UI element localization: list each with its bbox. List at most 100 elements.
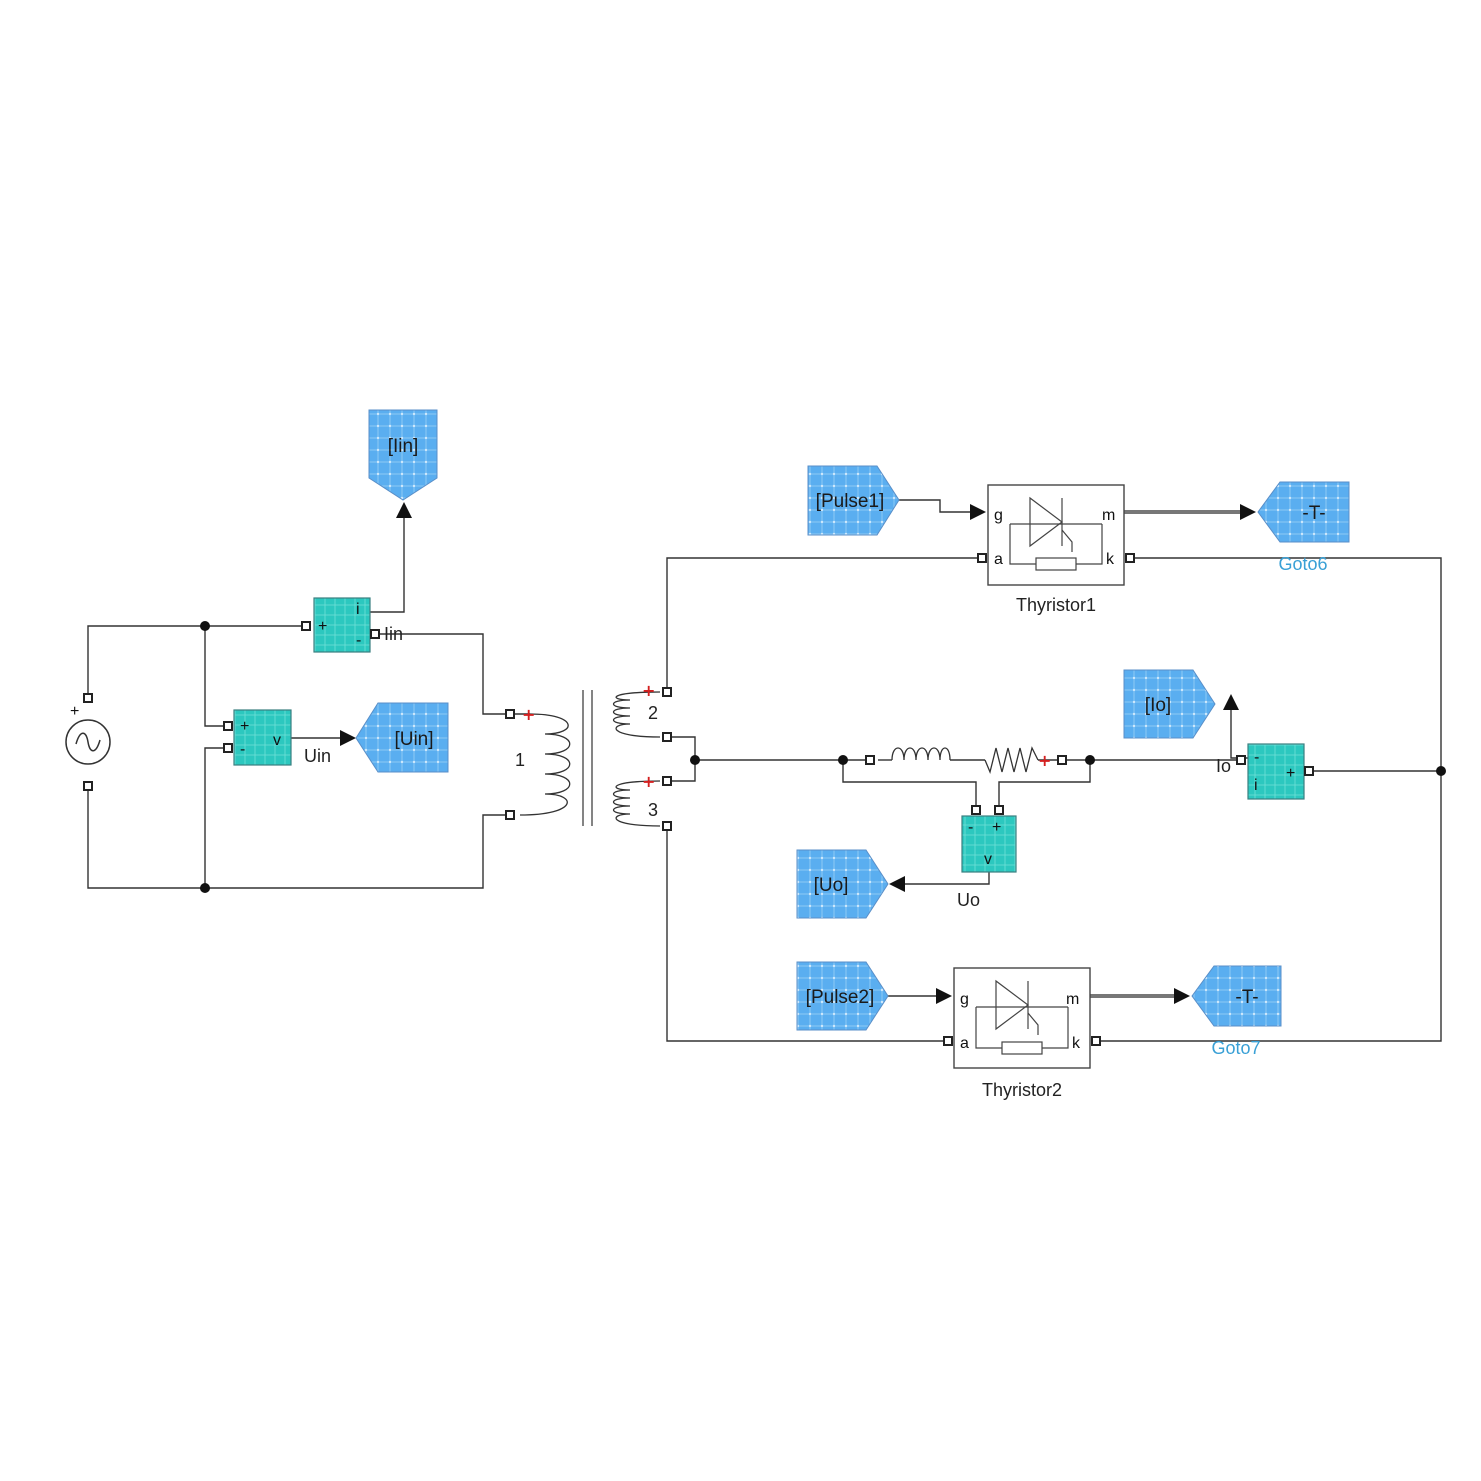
port-square	[865, 755, 875, 765]
wires	[87, 499, 1442, 1042]
from-pulse2-block[interactable]: [Pulse2]	[796, 961, 889, 1031]
svg-text:v: v	[984, 851, 992, 868]
svg-text:-: -	[1254, 749, 1259, 766]
thyristor-symbol-icon	[995, 979, 1029, 1031]
arrow-to-iin	[396, 502, 412, 518]
measurement-buses	[1090, 510, 1240, 998]
goto6-block[interactable]: -T-	[1257, 481, 1350, 543]
port-square	[662, 687, 672, 697]
goto6-name: Goto6	[1278, 554, 1327, 574]
port-square	[1057, 755, 1067, 765]
arrow-to-gate2	[936, 988, 952, 1004]
polarity-plus-icon: +	[642, 681, 655, 700]
uo-label: Uo	[957, 890, 980, 910]
voltage-measurement-uo[interactable]: - + v	[961, 805, 1017, 873]
port-square	[505, 810, 515, 820]
arrow-to-goto7	[1174, 988, 1190, 1004]
svg-text:v: v	[273, 732, 281, 749]
port-square	[83, 693, 93, 703]
svg-text:i: i	[1254, 777, 1258, 794]
goto7-block[interactable]: -T-	[1191, 965, 1282, 1027]
port-square	[1236, 755, 1246, 765]
thyristor2-label: Thyristor2	[982, 1080, 1062, 1100]
svg-text:[Pulse2]: [Pulse2]	[806, 987, 875, 1008]
goto-uo-block[interactable]: [Uo]	[796, 849, 889, 919]
port-square	[301, 621, 311, 631]
winding-1-label: 1	[515, 750, 525, 770]
port-square	[223, 743, 233, 753]
winding-3-label: 3	[648, 800, 658, 820]
svg-text:[Uo]: [Uo]	[814, 875, 849, 896]
port-square	[971, 805, 981, 815]
svg-text:[Pulse1]: [Pulse1]	[816, 491, 885, 512]
thyristor2-block[interactable]: g m a k	[943, 967, 1101, 1069]
svg-text:g: g	[994, 507, 1003, 524]
resistor-icon	[984, 746, 1039, 775]
ac-voltage-source[interactable]: +	[65, 693, 111, 791]
thyristor1-label: Thyristor1	[1016, 595, 1096, 615]
port-square	[505, 709, 515, 719]
port-square	[370, 629, 380, 639]
svg-text:-T-: -T-	[1302, 503, 1325, 524]
uin-label: Uin	[304, 746, 331, 766]
current-measurement-iin[interactable]: + i -	[301, 597, 380, 653]
port-square	[1125, 553, 1135, 563]
svg-text:a: a	[960, 1035, 969, 1052]
svg-text:-: -	[356, 632, 361, 649]
arrow-to-goto6	[1240, 504, 1256, 520]
svg-text:+: +	[1286, 765, 1295, 782]
sine-wave-icon	[75, 732, 101, 752]
svg-text:[Io]: [Io]	[1145, 695, 1171, 716]
svg-text:+: +	[70, 703, 79, 720]
svg-text:+: +	[1038, 751, 1051, 770]
goto7-name: Goto7	[1211, 1038, 1260, 1058]
svg-text:g: g	[960, 991, 969, 1008]
junction-dot	[690, 755, 700, 765]
svg-text:-: -	[968, 819, 973, 836]
junction-dot	[1085, 755, 1095, 765]
svg-text:k: k	[1072, 1035, 1081, 1052]
svg-text:+: +	[240, 718, 249, 735]
svg-text:a: a	[994, 551, 1003, 568]
svg-text:m: m	[1102, 507, 1115, 524]
svg-text:-T-: -T-	[1235, 987, 1258, 1008]
svg-text:m: m	[1066, 991, 1079, 1008]
port-square	[1091, 1036, 1101, 1046]
goto-iin-block[interactable]: [Iin]	[368, 409, 438, 501]
junction-dot	[200, 883, 210, 893]
junctions	[200, 621, 1446, 893]
transformer[interactable]: + + +	[505, 681, 672, 831]
port-square	[223, 721, 233, 731]
from-pulse1-block[interactable]: [Pulse1]	[807, 465, 900, 536]
arrow-to-uo	[889, 876, 905, 892]
signal-arrowheads	[340, 502, 1256, 1004]
goto-uin-block[interactable]: [Uin]	[355, 702, 449, 773]
rl-load[interactable]: +	[865, 746, 1067, 775]
svg-text:+: +	[318, 618, 327, 635]
junction-dot	[1436, 766, 1446, 776]
svg-text:k: k	[1106, 551, 1115, 568]
svg-text:[Uin]: [Uin]	[394, 729, 433, 750]
port-square	[83, 781, 93, 791]
arrow-to-uin	[340, 730, 356, 746]
svg-text:i: i	[356, 601, 360, 618]
svg-text:-: -	[240, 741, 245, 758]
port-square	[994, 805, 1004, 815]
port-square	[662, 732, 672, 742]
port-square	[943, 1036, 953, 1046]
svg-text:+: +	[992, 819, 1001, 836]
polarity-plus-icon: +	[642, 772, 655, 791]
current-measurement-io[interactable]: - + i	[1236, 743, 1314, 800]
arrow-to-io	[1223, 694, 1239, 710]
voltage-measurement-uin[interactable]: + - v	[223, 709, 292, 766]
goto-io-block[interactable]: [Io]	[1123, 669, 1216, 739]
junction-dot	[200, 621, 210, 631]
inductor-icon	[891, 747, 951, 761]
iin-label: Iin	[384, 624, 403, 644]
port-square	[662, 776, 672, 786]
arrow-to-gate1	[970, 504, 986, 520]
polarity-plus-icon: +	[522, 705, 535, 724]
thyristor1-block[interactable]: g m a k	[977, 484, 1135, 586]
port-square	[977, 553, 987, 563]
